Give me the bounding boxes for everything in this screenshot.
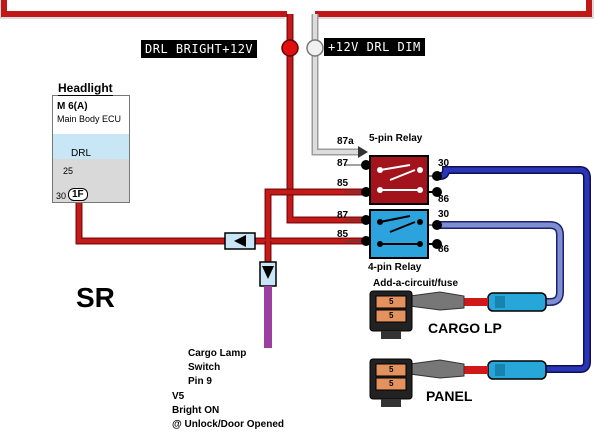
fuse-tap-cargo (369, 290, 413, 339)
relay5-body (369, 155, 429, 205)
panel-label: PANEL (426, 388, 473, 404)
relay5-pin-30: 30 (438, 158, 450, 169)
ecu-name: Main Body ECU (57, 114, 122, 124)
top-harness-outline (0, 0, 594, 19)
relay5-pin-87: 87 (337, 158, 349, 169)
relay4-pin-85: 85 (337, 229, 349, 240)
fuse-tap-panel (369, 358, 413, 407)
ecu-connector-label: 1F (68, 188, 88, 201)
relay4-pin-86: 86 (438, 244, 450, 255)
fuse-cargo-top-value: 5 (389, 297, 394, 306)
dim-wire-tag: +12V DRL DIM (324, 38, 425, 56)
switch-line-3: Pin 9 (188, 376, 212, 387)
relay4-pin-30: 30 (438, 209, 450, 220)
note-line-1: V5 (172, 391, 185, 402)
bright-wire-tag: DRL BRIGHT+12V (141, 40, 258, 58)
ecu-title: Headlight (58, 81, 113, 96)
purple-wire (264, 286, 272, 348)
relay5-pin-86: 86 (438, 194, 450, 205)
top-harness-red (1, 0, 592, 17)
ecu-pin-30: 30 (56, 191, 67, 201)
switch-line-1: Cargo Lamp (188, 348, 247, 359)
headlight-ecu (52, 95, 130, 203)
relay5-title: 5-pin Relay (369, 133, 423, 144)
relay5-pin-87a: 87a (337, 136, 354, 147)
relay5-output-wire (435, 166, 591, 373)
relay5-pin-85: 85 (337, 178, 349, 189)
fuse-lead-panel (409, 359, 465, 379)
note-line-2: Bright ON (172, 405, 220, 416)
ecu-component: M 6(A) (57, 101, 88, 112)
fuse-title: Add-a-circuit/fuse (373, 278, 459, 289)
fuse-panel-top-value: 5 (389, 365, 394, 374)
ecu-signal: DRL (71, 148, 92, 159)
fuse-lead-cargo (409, 291, 465, 311)
switch-line-2: Switch (188, 362, 221, 373)
dim-splice (306, 39, 324, 57)
note-line-3: @ Unlock/Door Opened (172, 419, 284, 430)
fuse-cargo-bottom-value: 5 (389, 311, 394, 320)
ecu-header (53, 96, 129, 135)
87a-arrow (358, 146, 368, 158)
relay4-pin-87: 87 (337, 210, 349, 221)
relay4-output-wire (435, 221, 564, 306)
ecu-pin-25: 25 (63, 166, 74, 176)
ecu-output-wire (75, 202, 225, 245)
dim-feed-wire (311, 14, 358, 156)
fuse-panel-bottom-value: 5 (389, 379, 394, 388)
ecu-connector-area (53, 159, 129, 202)
cargo-label: CARGO LP (428, 320, 502, 336)
relay4-title: 4-pin Relay (368, 262, 422, 273)
model-label: SR (76, 282, 115, 313)
bright-splice (281, 39, 299, 57)
ecu-signal-area (53, 134, 129, 159)
